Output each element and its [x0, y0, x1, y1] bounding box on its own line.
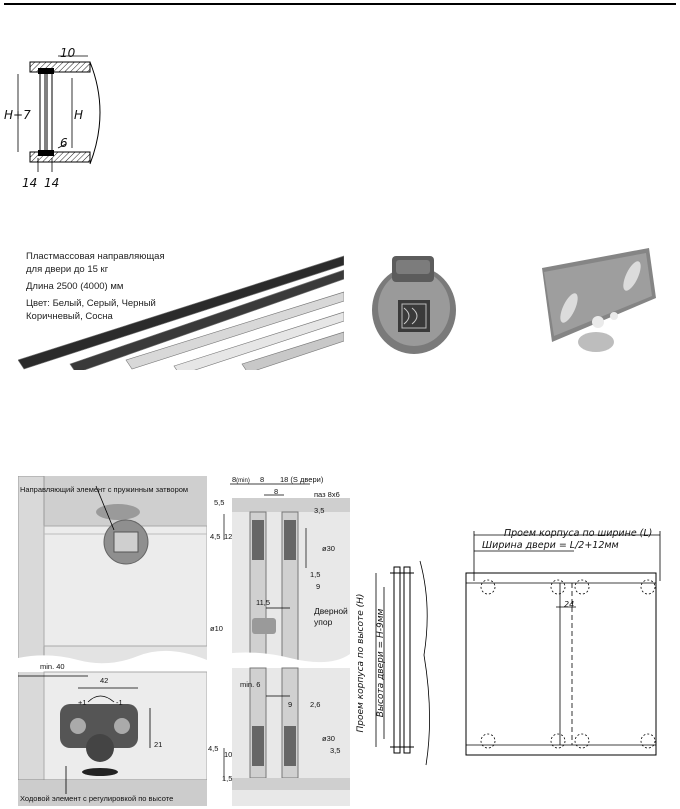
dim-1-5b: 1,5	[222, 774, 233, 783]
rails-title-1: Пластмассовая направляющая	[26, 251, 165, 262]
installation-illustration	[18, 476, 207, 806]
dim-min6: min. 6	[240, 680, 261, 689]
guide-element-label: Направляющий элемент с пружинным затворо…	[20, 485, 189, 494]
installation-views: Направляющий элемент с пружинным затворо…	[18, 476, 207, 806]
frame-height-label: Проем корпуса по высоте (H)	[356, 593, 366, 733]
dim-10b: 10	[224, 750, 233, 759]
dim-12: 12	[224, 532, 233, 541]
dim-8b: 8	[274, 487, 279, 496]
dim-8min: 8(min)	[232, 475, 250, 484]
dim-4-5b: 4,5	[208, 744, 219, 753]
roller-element-label: Ходовой элемент с регулировкой по высоте	[20, 794, 174, 803]
hardware-parts	[372, 248, 656, 354]
dim-bottom-left: 14	[22, 176, 38, 190]
frame-drawing	[375, 531, 661, 766]
section-profile-drawing	[17, 55, 101, 172]
dim-3-5b: 3,5	[330, 746, 341, 755]
dim-d30b: ø30	[322, 734, 335, 743]
rail-profile	[173, 311, 344, 370]
rails-panel: Пластмассовая направляющая для двери до …	[18, 236, 344, 370]
door-stop-label-1: Дверной	[314, 606, 348, 616]
dim-min40: min. 40	[40, 662, 65, 671]
frame-door-height: Высота двери = H-9мм	[376, 608, 386, 718]
groove-label: паз 8х6	[314, 490, 340, 499]
rails-title-2: для двери до 15 кг	[26, 264, 109, 275]
dim-8: 8	[260, 475, 265, 484]
dim-top: 10	[60, 46, 76, 60]
rails-color-1: Цвет: Белый, Серый, Черный	[26, 298, 156, 309]
rail-profile	[125, 291, 344, 370]
dim-42: 42	[100, 676, 109, 685]
dim-21: 21	[154, 740, 163, 749]
frame-overlap: 24	[564, 600, 575, 609]
dim-1-5: 1,5	[310, 570, 321, 579]
dim-minus1: -1	[116, 698, 123, 707]
installation-section: 8(min) 8 18 (S двери) 8 паз 8х6 5,5 3,5 …	[208, 468, 350, 806]
dim-right: H	[74, 108, 84, 122]
frame-door-width: Ширина двери = L/2+12мм	[482, 540, 619, 551]
dim-9: 9	[316, 582, 321, 591]
top-rule	[4, 3, 676, 5]
dim-8min-sub: (min)	[236, 478, 250, 484]
frame-width-label: Проем корпуса по ширине (L)	[504, 528, 653, 539]
dim-d10: ø10	[210, 624, 223, 633]
rails-length: Длина 2500 (4000) мм	[26, 281, 124, 292]
dim-5-5: 5,5	[214, 498, 225, 507]
rail-profile	[69, 269, 344, 370]
section-illustration	[210, 483, 350, 806]
dim-18-door: 18 (S двери)	[280, 475, 324, 484]
rails-text: Пластмассовая направляющая для двери до …	[26, 250, 165, 327]
dim-gap: 6	[60, 136, 68, 150]
dim-d30: ø30	[322, 544, 335, 553]
door-stop-label-2: упор	[314, 617, 333, 627]
dim-3-5: 3,5	[314, 506, 325, 515]
dim-bottom-right: 14	[44, 176, 60, 190]
rails-color-2: Коричневый, Сосна	[26, 311, 113, 322]
rails-illustration	[18, 255, 344, 370]
dim-plus1: +1	[78, 698, 87, 707]
dim-2-6: 2,6	[310, 700, 321, 709]
dim-11-5: 11,5	[256, 598, 271, 607]
rail-profile	[18, 255, 344, 370]
round-guide-element	[372, 256, 456, 354]
roller-plate	[542, 248, 656, 352]
dim-4-5: 4,5	[210, 532, 221, 541]
rail-profile	[241, 331, 344, 370]
dim-8min-value: 8	[232, 475, 237, 484]
dim-9b: 9	[288, 700, 293, 709]
dim-left: H+7	[4, 108, 31, 122]
